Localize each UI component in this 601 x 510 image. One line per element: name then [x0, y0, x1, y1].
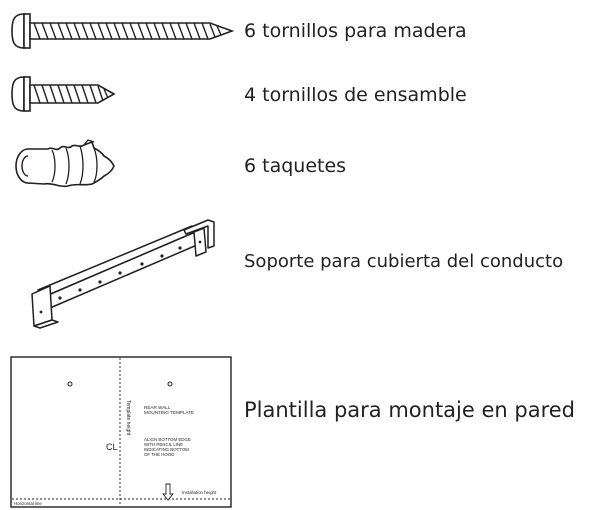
wall-mounting-template-icon: Template height REAR WALL MOUNTING TEMPL…: [10, 356, 232, 508]
centerline-label: CL: [106, 442, 118, 452]
part-label: Soporte para cubierta del conducto: [244, 251, 564, 272]
template-title-line1: REAR WALL: [144, 405, 171, 410]
part-label: Plantilla para montaje en pared: [244, 398, 576, 422]
installation-height-label: Installation height: [182, 490, 217, 495]
template-title-line2: MOUNTING TEMPLATE: [144, 410, 194, 415]
template-instruction-line2: WITH PENCIL LINE: [144, 442, 183, 447]
template-instruction-line4: OF THE HOOD: [144, 452, 174, 457]
template-instruction-line3: INDICATING BOTTOM: [144, 447, 189, 452]
part-label: 6 tornillos para madera: [244, 20, 467, 42]
down-arrow-icon: [162, 483, 174, 501]
duct-cover-bracket-icon: [24, 212, 220, 330]
wall-anchor-icon: [8, 136, 128, 194]
assembly-screw-icon: [10, 73, 120, 115]
horizontal-line-label: Horizontal line: [14, 501, 42, 506]
part-label: 6 taquetes: [244, 155, 347, 177]
part-label: 4 tornillos de ensamble: [244, 84, 467, 106]
template-instruction-line1: ALIGN BOTTOM EDGE: [144, 437, 191, 442]
vertical-ruler-label: Template height: [125, 400, 131, 436]
wood-screw-icon: [10, 10, 235, 52]
